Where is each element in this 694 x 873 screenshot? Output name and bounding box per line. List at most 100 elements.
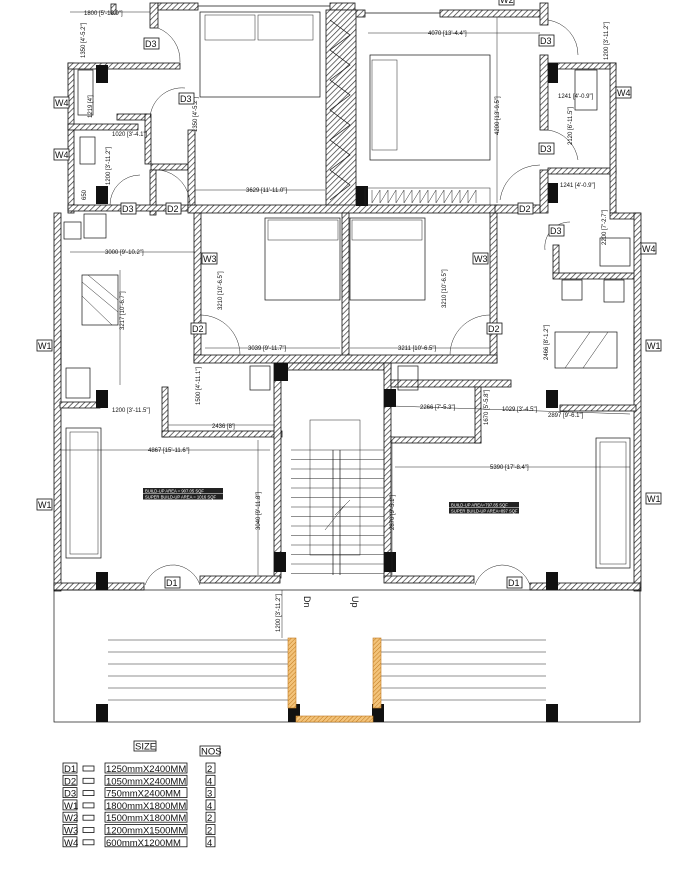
dimension-lines: [60, 11, 631, 638]
equals-sign: [82, 802, 95, 809]
schedule-size: 1800mmX1800MM: [106, 801, 186, 812]
equals-sign: [82, 765, 95, 772]
schedule-size: 1050mmX2400MM: [106, 776, 186, 787]
tag-d1: D1: [506, 576, 523, 589]
bed-icon: [199, 11, 321, 98]
dim-label: 3040 [9'-11.8"]: [256, 491, 262, 530]
tag-label: W1: [647, 494, 661, 504]
equals-sign: [82, 827, 95, 833]
stair-up-label: Up: [350, 596, 360, 608]
tag-label: W4: [55, 98, 69, 108]
schedule-nos: 4: [207, 801, 212, 812]
tag-label: W3: [474, 254, 488, 264]
tag-label: D2: [167, 204, 179, 214]
schedule-size-header: SIZE: [135, 742, 156, 753]
tag-label: D3: [550, 226, 562, 236]
stair-down-label: Dn: [302, 596, 312, 608]
tag-label: W3: [203, 254, 217, 264]
tag-label: D1: [166, 578, 178, 588]
tag-w4: W4: [615, 86, 632, 99]
tag-d2: D2: [486, 322, 503, 335]
dim-label: 1241 [4'-0.9"]: [558, 94, 594, 100]
dim-label: 1020 [3'-4.1"]: [112, 132, 148, 138]
dim-label: 1500 [4'-11.1"]: [196, 366, 202, 405]
tag-label: W2: [500, 0, 514, 5]
bed-icon: [264, 217, 341, 301]
dim-label: 2466 [8'-1.2"]: [544, 324, 550, 360]
staircase: [291, 419, 384, 575]
balcony: [53, 589, 641, 723]
schedule-size: 750mmX2400MM: [106, 789, 181, 800]
tag-d3: D3: [120, 202, 137, 215]
dim-label: 4200 [13'-9.5"]: [495, 96, 501, 135]
tag-label: W1: [38, 341, 52, 351]
tag-label: D3: [540, 144, 552, 154]
dim-label: 3217 [10'-6.7"]: [120, 291, 126, 330]
dim-label: 3211 [10'-6.5"]: [398, 346, 437, 352]
dim-label: 4867 [15'-11.6"]: [148, 448, 190, 454]
bed-icon: [349, 217, 426, 301]
dim-label: 2200 [7'-2.7"]: [602, 209, 608, 245]
tag-d3: D3: [178, 92, 195, 105]
washing-machine-icon: [83, 213, 107, 239]
tag-w4: W4: [640, 242, 657, 255]
area-note: BUILD-UP AREA=797.85 SQF: [451, 503, 508, 508]
area-note: SUPER BUILD-UP AREA=897 SQF: [451, 509, 518, 514]
tag-label: D2: [488, 324, 500, 334]
dim-label: 1670 [5'-5.8"]: [484, 389, 490, 425]
dim-label: 1200 [3'-11.2"]: [276, 593, 282, 632]
schedule-nos: 3: [207, 789, 212, 800]
dim-label: 3039 [9'-11.7"]: [248, 346, 287, 352]
toilet-icon: [599, 237, 631, 267]
toilet-icon: [574, 69, 598, 111]
dim-label: 1350 [4'-5.2"]: [81, 22, 87, 58]
tag-d3: D3: [143, 37, 160, 50]
tag-w1: W1: [645, 492, 662, 505]
schedule-code: D2: [64, 776, 76, 787]
washing-machine-icon: [603, 279, 625, 303]
tag-label: D2: [519, 204, 531, 214]
tag-d3: D3: [538, 142, 555, 155]
schedule-code: W1: [64, 801, 78, 812]
tag-d2: D2: [517, 202, 534, 215]
tag-label: D3: [122, 204, 134, 214]
tag-label: D3: [145, 39, 157, 49]
sink-icon: [63, 221, 82, 240]
schedule-size: 1250mmX2400MM: [106, 764, 186, 775]
dining-table-icon: [81, 274, 119, 326]
fridge-icon: [65, 367, 91, 399]
dim-label: 650: [82, 189, 88, 200]
dim-label: 2266 [7'-5.3"]: [420, 405, 456, 411]
schedule-code: D1: [64, 764, 76, 775]
tag-w1: W1: [645, 339, 662, 352]
tag-w4: W4: [53, 148, 70, 161]
schedule-row: D1 1250mmX2400MM 2: [62, 762, 216, 775]
dim-label: 2897 [9'-6.1"]: [548, 413, 584, 419]
tag-label: D2: [192, 324, 204, 334]
columns: [96, 63, 558, 722]
dining-table-icon: [554, 331, 618, 369]
dim-label: 1200 [3'-11.2"]: [106, 146, 112, 185]
dim-label: 1200 [3'-11.2"]: [604, 21, 610, 60]
tag-label: W1: [647, 341, 661, 351]
dim-label: 1800 [5'-10.9"]: [84, 11, 123, 17]
tag-d3: D3: [538, 34, 555, 47]
tag-w4: W4: [53, 96, 70, 109]
dim-label: 1219 [4']: [88, 95, 94, 118]
sink-icon: [249, 365, 271, 391]
schedule-row: W1 1800mmX1800MM 4: [62, 799, 216, 812]
schedule-nos: 2: [207, 764, 212, 775]
dim-label: 2436 [8']: [212, 424, 235, 430]
tag-label: D3: [180, 94, 192, 104]
tag-w3: W3: [201, 252, 218, 265]
area-notes: BUILD-UP AREA = 907.05 SQF SUPER BUILD-U…: [143, 488, 519, 514]
dim-label: 3000 [9'-10.2"]: [105, 250, 144, 256]
dim-label: 2120 [6'-11.5"]: [568, 106, 574, 145]
tag-label: W4: [642, 244, 656, 254]
toilet-icon: [77, 69, 94, 116]
schedule-nos: 2: [207, 826, 212, 837]
schedule-nos: 4: [207, 838, 212, 849]
